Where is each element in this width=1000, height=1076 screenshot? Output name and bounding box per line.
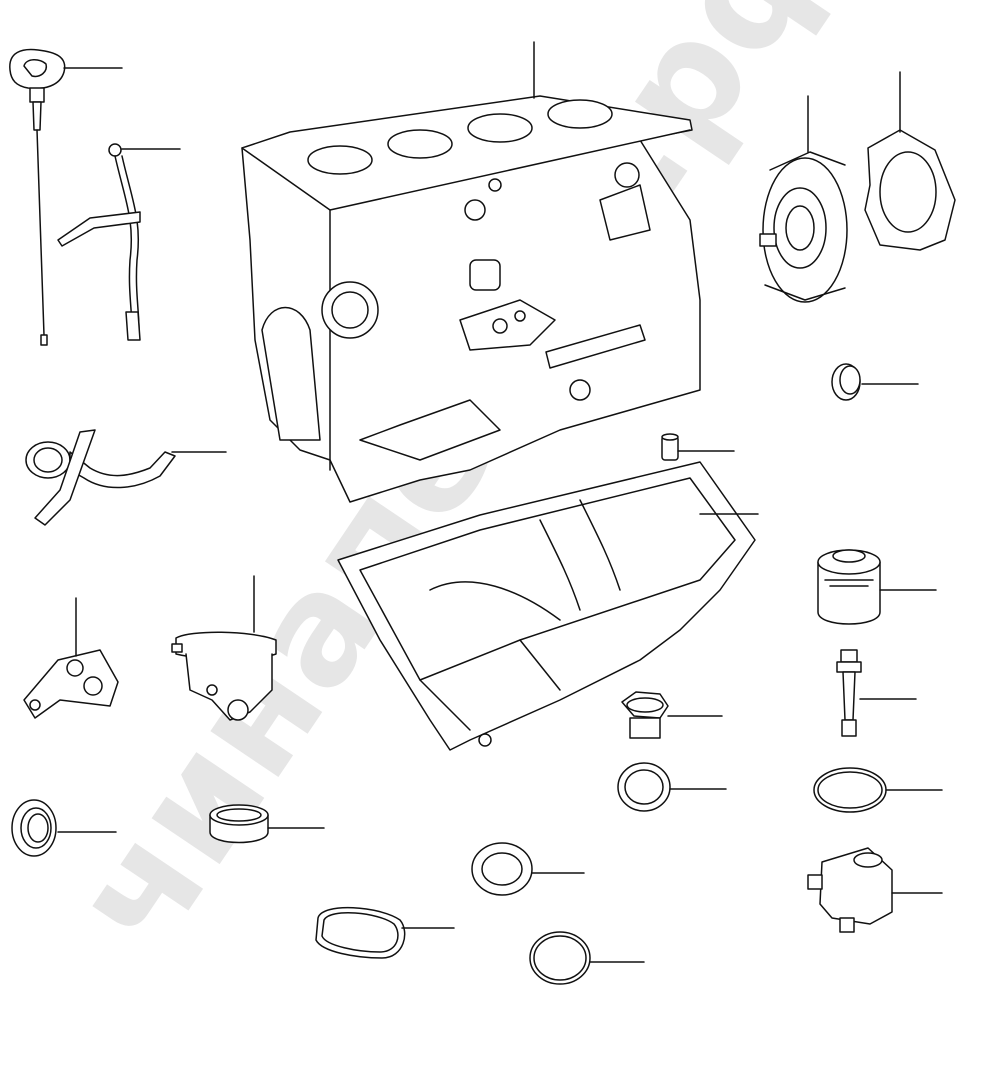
thermostat-housing-icon xyxy=(171,575,277,721)
mounting-bracket-icon xyxy=(23,597,119,719)
round-gasket-icon xyxy=(529,931,645,985)
oil-dipstick-icon xyxy=(9,48,123,346)
oil-filter-icon xyxy=(817,549,937,625)
rear-crankshaft-seal-flange-icon xyxy=(759,95,848,303)
oval-gasket-icon xyxy=(315,907,455,959)
oil-cooler-housing-icon xyxy=(807,847,943,933)
drain-plug-icon xyxy=(621,691,723,739)
flange-gasket-icon xyxy=(864,71,956,251)
dowel-sleeve-icon xyxy=(661,433,735,461)
cylinder-block-icon xyxy=(241,41,701,503)
flat-washer-icon xyxy=(471,842,585,896)
seal-ring-icon xyxy=(209,804,325,844)
dipstick-guide-tube-icon xyxy=(57,143,181,341)
oil-pan-icon xyxy=(337,461,759,751)
front-crankshaft-seal-icon xyxy=(11,799,117,857)
threaded-stud-icon xyxy=(836,649,917,737)
oil-pickup-tube-icon xyxy=(25,429,227,526)
plug-cap-icon xyxy=(831,363,919,401)
copper-washer-icon xyxy=(617,762,727,812)
o-ring-icon xyxy=(813,767,943,813)
